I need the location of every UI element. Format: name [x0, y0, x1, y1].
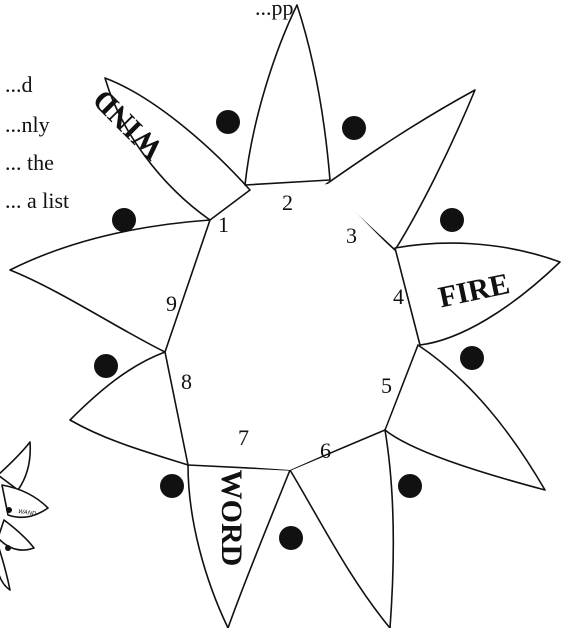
petal-lower-left [70, 352, 188, 465]
bg-text-line-2: ...d [5, 72, 33, 97]
number-7: 7 [238, 425, 249, 450]
number-3: 3 [346, 223, 357, 248]
dot-7 [160, 474, 184, 498]
number-9: 9 [166, 291, 177, 316]
mini-petal-lower [0, 545, 10, 590]
number-2: 2 [282, 190, 293, 215]
number-6: 6 [320, 438, 331, 463]
bg-text-line-5: ... a list [5, 188, 69, 213]
mini-dot-2 [5, 545, 11, 551]
bg-text-line-4: ... the [5, 150, 54, 175]
petal-top [245, 5, 330, 185]
dot-5 [398, 474, 422, 498]
mini-dot-1 [6, 507, 12, 513]
number-5: 5 [381, 373, 392, 398]
petal-wind [105, 78, 250, 220]
number-4: 4 [393, 284, 404, 309]
bg-text-line-1: ...pp [255, 0, 294, 20]
dot-4 [460, 346, 484, 370]
dot-3 [440, 208, 464, 232]
word-word: WORD [215, 470, 248, 567]
dot-6 [279, 526, 303, 550]
number-8: 8 [181, 369, 192, 394]
mini-petal-top [0, 442, 30, 490]
dot-9 [112, 208, 136, 232]
dot-8 [94, 354, 118, 378]
dot-1 [216, 110, 240, 134]
dot-2 [342, 116, 366, 140]
mini-flower-icon: WAND [0, 442, 48, 590]
number-1: 1 [218, 212, 229, 237]
bg-text-line-3: ...nly [5, 112, 50, 137]
mini-petal-bottom [0, 520, 34, 550]
